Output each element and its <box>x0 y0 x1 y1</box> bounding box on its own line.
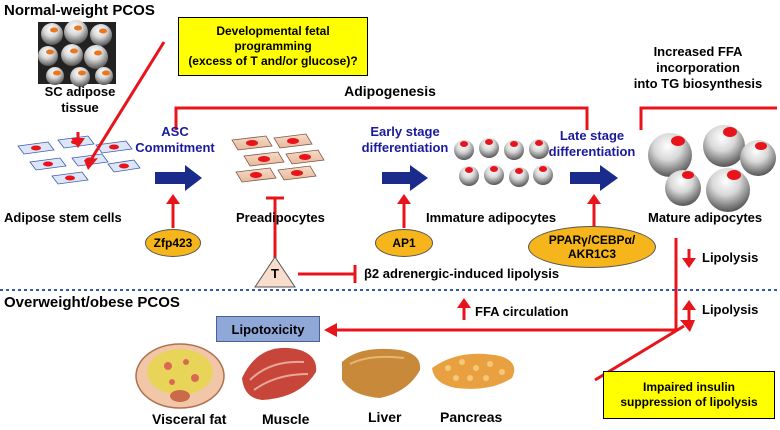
ffa-line3: into TG biosynthesis <box>633 76 763 91</box>
arrow-fetal-programming <box>90 41 166 159</box>
asc-line1: ASC <box>161 124 189 139</box>
blue-differentiation-arrows <box>155 165 618 191</box>
t-label: T <box>271 266 279 281</box>
testosterone-triangle <box>254 256 296 288</box>
fetal-line3: (excess of T and/or glucose)? <box>188 54 358 68</box>
sc-adipose-label: SC adipose tissue <box>30 84 130 116</box>
early-line2: differentiation <box>361 140 449 155</box>
ap1-oval: AP1 <box>375 229 433 257</box>
lipolysis-top-label: Lipolysis <box>702 250 759 265</box>
muscle-label: Muscle <box>262 411 310 427</box>
ffa-line1: Increased FFA <box>653 44 743 59</box>
adipose-stem-cells-image <box>17 135 141 185</box>
muscle-image <box>242 347 317 400</box>
pancreas-label: Pancreas <box>440 409 503 425</box>
zfp423-oval: Zfp423 <box>145 229 201 257</box>
ppar-line2: AKR1C3 <box>567 247 616 261</box>
pancreas-image <box>432 353 515 389</box>
sc-adipose-line2: tissue <box>61 100 99 115</box>
early-stage-label: Early stage differentiation <box>340 124 470 156</box>
normal-weight-title: Normal-weight PCOS <box>4 2 155 19</box>
immature-adipocytes-label: Immature adipocytes <box>426 210 557 225</box>
insulin-line1: Impaired insulin <box>642 380 735 394</box>
late-line2: differentiation <box>548 144 636 159</box>
late-line1: Late stage <box>559 128 625 143</box>
fetal-line1: Developmental fetal <box>216 24 330 38</box>
impaired-insulin-box: Impaired insulin suppression of lipolysi… <box>603 371 775 419</box>
asc-line2: Commitment <box>135 140 215 155</box>
preadipocytes-label: Preadipocytes <box>236 210 325 225</box>
adipogenesis-label: Adipogenesis <box>344 83 436 99</box>
fetal-line2: programming <box>234 39 312 53</box>
preadipocytes-image <box>231 133 325 183</box>
visceral-fat-label: Visceral fat <box>152 411 227 427</box>
mature-adipocytes-label: Mature adipocytes <box>648 210 763 225</box>
sc-adipose-tissue-image <box>38 20 116 87</box>
visceral-fat-image <box>135 343 225 409</box>
mature-adipocytes-image <box>648 125 776 212</box>
early-line1: Early stage <box>370 124 440 139</box>
increased-ffa-label: Increased FFA incorporation into TG bios… <box>618 44 778 92</box>
ffa-circulation-label: FFA circulation <box>475 304 569 319</box>
b2-lipolysis-label: β2 adrenergic-induced lipolysis <box>364 266 560 281</box>
late-stage-label: Late stage differentiation <box>537 128 647 160</box>
ppar-line1: PPARγ/CEBPα/ <box>548 233 636 247</box>
lipotoxicity-box: Lipotoxicity <box>216 316 320 342</box>
immature-adipocytes-image <box>454 138 553 187</box>
lipolysis-bottom-label: Lipolysis <box>702 302 759 317</box>
stem-cells-label: Adipose stem cells <box>4 210 122 225</box>
ffa-bracket <box>639 106 777 130</box>
insulin-line2: suppression of lipolysis <box>620 395 758 409</box>
overweight-title: Overweight/obese PCOS <box>4 294 180 311</box>
adipogenesis-bracket <box>174 106 589 130</box>
sc-adipose-line1: SC adipose <box>44 84 116 99</box>
ffa-line2: incorporation <box>656 60 740 75</box>
asc-commitment-label: ASC Commitment <box>120 124 230 156</box>
liver-label: Liver <box>368 409 402 425</box>
ppar-oval: PPARγ/CEBPα/ AKR1C3 <box>528 226 656 268</box>
fetal-programming-box: Developmental fetal programming (excess … <box>178 17 368 76</box>
liver-image <box>342 348 421 398</box>
